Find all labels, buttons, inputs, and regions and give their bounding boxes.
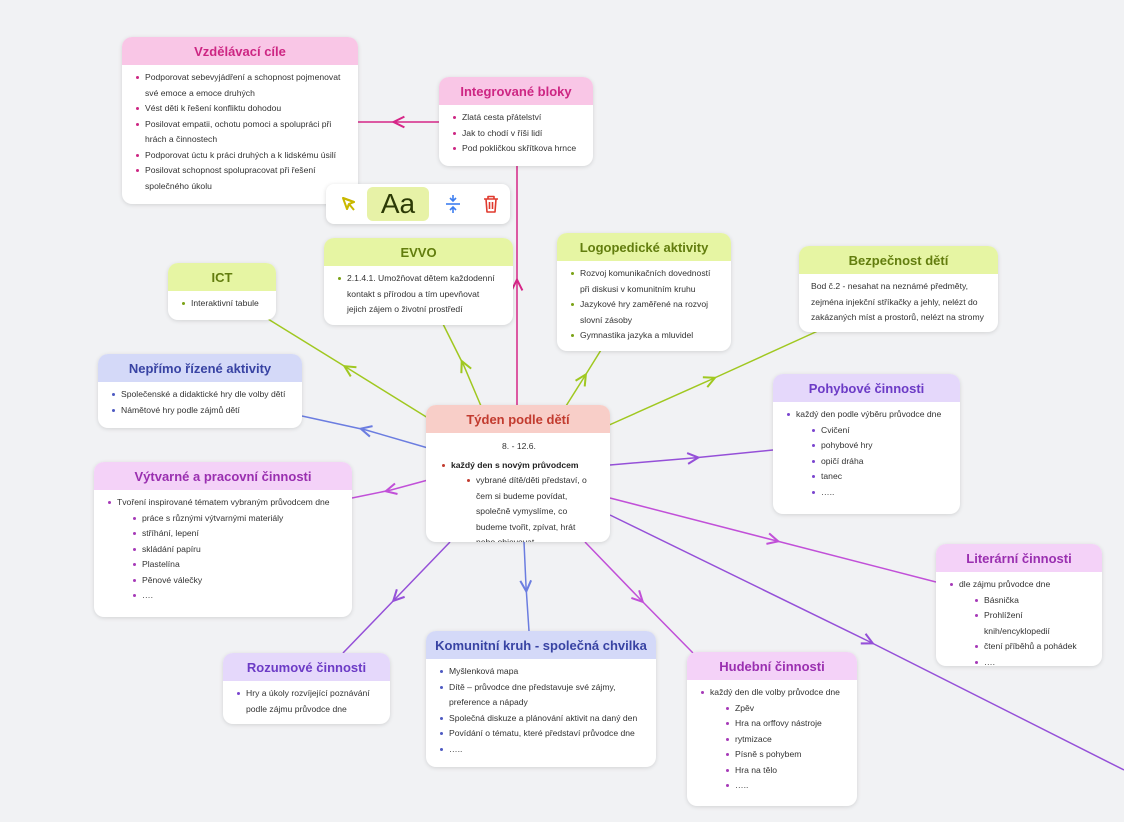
list-item: Tvoření inspirované tématem vybraným prů… [108, 495, 340, 604]
card-text: Bod č.2 - nesahat na neznámé předměty, z… [811, 281, 984, 322]
list-subitem: Pěnové válečky [133, 573, 340, 589]
list-item: Podporovat sebevyjádření a schopnost poj… [136, 70, 346, 101]
list-item: Společná diskuze a plánování aktivit na … [440, 711, 644, 727]
list-subitem: čtení příběhů a pohádek [975, 639, 1090, 655]
link-indirect-activities [301, 415, 429, 449]
list-subitem: tanec [812, 469, 948, 485]
list-subitem: Písně s pohybem [726, 747, 845, 763]
card-speech-activities[interactable]: Logopedické aktivity Rozvoj komunikačníc… [557, 233, 731, 351]
link-safety [597, 329, 821, 431]
card-title: ICT [168, 263, 276, 291]
list-item: Rozvoj komunikačních dovedností při disk… [571, 266, 719, 297]
card-title: Pohybové činnosti [773, 374, 960, 402]
list-subitem: …. [133, 588, 340, 604]
list-subitem: Cvičení [812, 423, 948, 439]
list-item: Podporovat úctu k práci druhých a k lids… [136, 148, 346, 164]
list-item: Dítě – průvodce dne představuje své zájm… [440, 680, 644, 711]
list-item: 2.1.4.1. Umožňovat dětem každodenní kont… [338, 271, 501, 318]
card-literary-activities[interactable]: Literární činnosti dle zájmu průvodce dn… [936, 544, 1102, 666]
card-title: Bezpečnost dětí [799, 246, 998, 274]
list-subitem: práce s různými výtvarnými materiály [133, 511, 340, 527]
list-subitem: Zpěv [726, 701, 845, 717]
card-title: Výtvarné a pracovní činnosti [94, 462, 352, 490]
list-item: Myšlenková mapa [440, 664, 644, 680]
list-item: Interaktivní tabule [182, 296, 264, 312]
card-central-topic[interactable]: Týden podle dětí 8. - 12.6. každý den s … [426, 405, 610, 542]
link-evvo [442, 323, 482, 407]
card-title: Logopedické aktivity [557, 233, 731, 261]
list-item: Námětové hry podle zájmů dětí [112, 403, 290, 419]
list-item: Posilovat empatii, ochotu pomoci a spolu… [136, 117, 346, 148]
card-title: EVVO [324, 238, 513, 266]
list-item: každý den s novým průvodcem vybrané dítě… [442, 458, 596, 542]
list-item: Vést děti k řešení konfliktu dohodou [136, 101, 346, 117]
collapse-vertical-icon[interactable] [436, 184, 470, 224]
card-title: Hudební činnosti [687, 652, 857, 680]
font-style-button[interactable]: Aa [367, 187, 429, 221]
card-child-safety[interactable]: Bezpečnost dětí Bod č.2 - nesahat na nez… [799, 246, 998, 332]
card-title: Rozumové činnosti [223, 653, 390, 681]
list-item: Povídání o tématu, které představí průvo… [440, 726, 644, 742]
card-title: Literární činnosti [936, 544, 1102, 572]
link-movement [609, 449, 774, 466]
list-subitem: Plastelína [133, 557, 340, 573]
format-toolbar: Aa [326, 184, 510, 224]
list-item: Společenské a didaktické hry dle volby d… [112, 387, 290, 403]
list-item: Hry a úkoly rozvíjející poznávání podle … [237, 686, 378, 717]
list-subitem: …. [975, 655, 1090, 666]
card-cognitive-activities[interactable]: Rozumové činnosti Hry a úkoly rozvíjejíc… [223, 653, 390, 724]
list-subitem: stříhání, lepení [133, 526, 340, 542]
select-pointer-icon[interactable] [332, 184, 366, 224]
date-range: 8. - 12.6. [502, 441, 536, 451]
link-speech [565, 349, 602, 407]
list-item: každý den dle volby průvodce dne Zpěv Hr… [701, 685, 845, 794]
link-literary [609, 497, 937, 583]
list-item: dle zájmu průvodce dne Básnička Prohlíže… [950, 577, 1090, 666]
list-item: Posilovat schopnost spolupracovat při ře… [136, 163, 346, 194]
list-item: Jazykové hry zaměřené na rozvoj slovní z… [571, 297, 719, 328]
list-subitem: Básnička [975, 593, 1090, 609]
list-item: Pod pokličkou skřítkova hrnce [453, 141, 581, 157]
list-item: Gymnastika jazyka a mluvidel [571, 328, 719, 344]
list-subitem: pohybové hry [812, 438, 948, 454]
card-indirect-activities[interactable]: Nepřímo řízené aktivity Společenské a di… [98, 354, 302, 428]
link-cognitive [342, 541, 451, 654]
card-ict[interactable]: ICT Interaktivní tabule [168, 263, 276, 320]
link-offscreen [609, 514, 1124, 771]
list-subitem: Hra na tělo [726, 763, 845, 779]
link-art [351, 479, 429, 499]
card-educational-goals[interactable]: Vzdělávací cíle Podporovat sebevyjádření… [122, 37, 358, 204]
list-subitem: ….. [812, 485, 948, 501]
card-title: Vzdělávací cíle [122, 37, 358, 65]
list-subitem: Hra na orffovy nástroje [726, 716, 845, 732]
card-title: Integrované bloky [439, 77, 593, 105]
trash-icon[interactable] [474, 184, 508, 224]
link-ict [267, 318, 429, 419]
link-community-circle [524, 541, 529, 632]
card-art-activities[interactable]: Výtvarné a pracovní činnosti Tvoření ins… [94, 462, 352, 617]
card-movement-activities[interactable]: Pohybové činnosti každý den podle výběru… [773, 374, 960, 514]
list-subitem: Prohlížení knih/encyklopedií [975, 608, 1090, 639]
card-evvo[interactable]: EVVO 2.1.4.1. Umožňovat dětem každodenní… [324, 238, 513, 325]
list-item: každý den podle výběru průvodce dne Cvič… [787, 407, 948, 500]
list-subitem: opičí dráha [812, 454, 948, 470]
card-title: Nepřímo řízené aktivity [98, 354, 302, 382]
card-integrated-blocks[interactable]: Integrované bloky Zlatá cesta přátelství… [439, 77, 593, 166]
card-title: Komunitní kruh - společná chvilka [426, 631, 656, 659]
list-item: Jak to chodí v říši lidí [453, 126, 581, 142]
link-music [584, 541, 694, 654]
card-community-circle[interactable]: Komunitní kruh - společná chvilka Myšlen… [426, 631, 656, 767]
card-title: Týden podle dětí [426, 405, 610, 433]
list-subitem: vybrané dítě/děti představí, o čem si bu… [467, 473, 596, 542]
list-subitem: skládání papíru [133, 542, 340, 558]
list-subitem: rytmizace [726, 732, 845, 748]
list-item: Zlatá cesta přátelství [453, 110, 581, 126]
list-subitem: ….. [726, 778, 845, 794]
card-music-activities[interactable]: Hudební činnosti každý den dle volby prů… [687, 652, 857, 806]
list-item: ….. [440, 742, 644, 758]
